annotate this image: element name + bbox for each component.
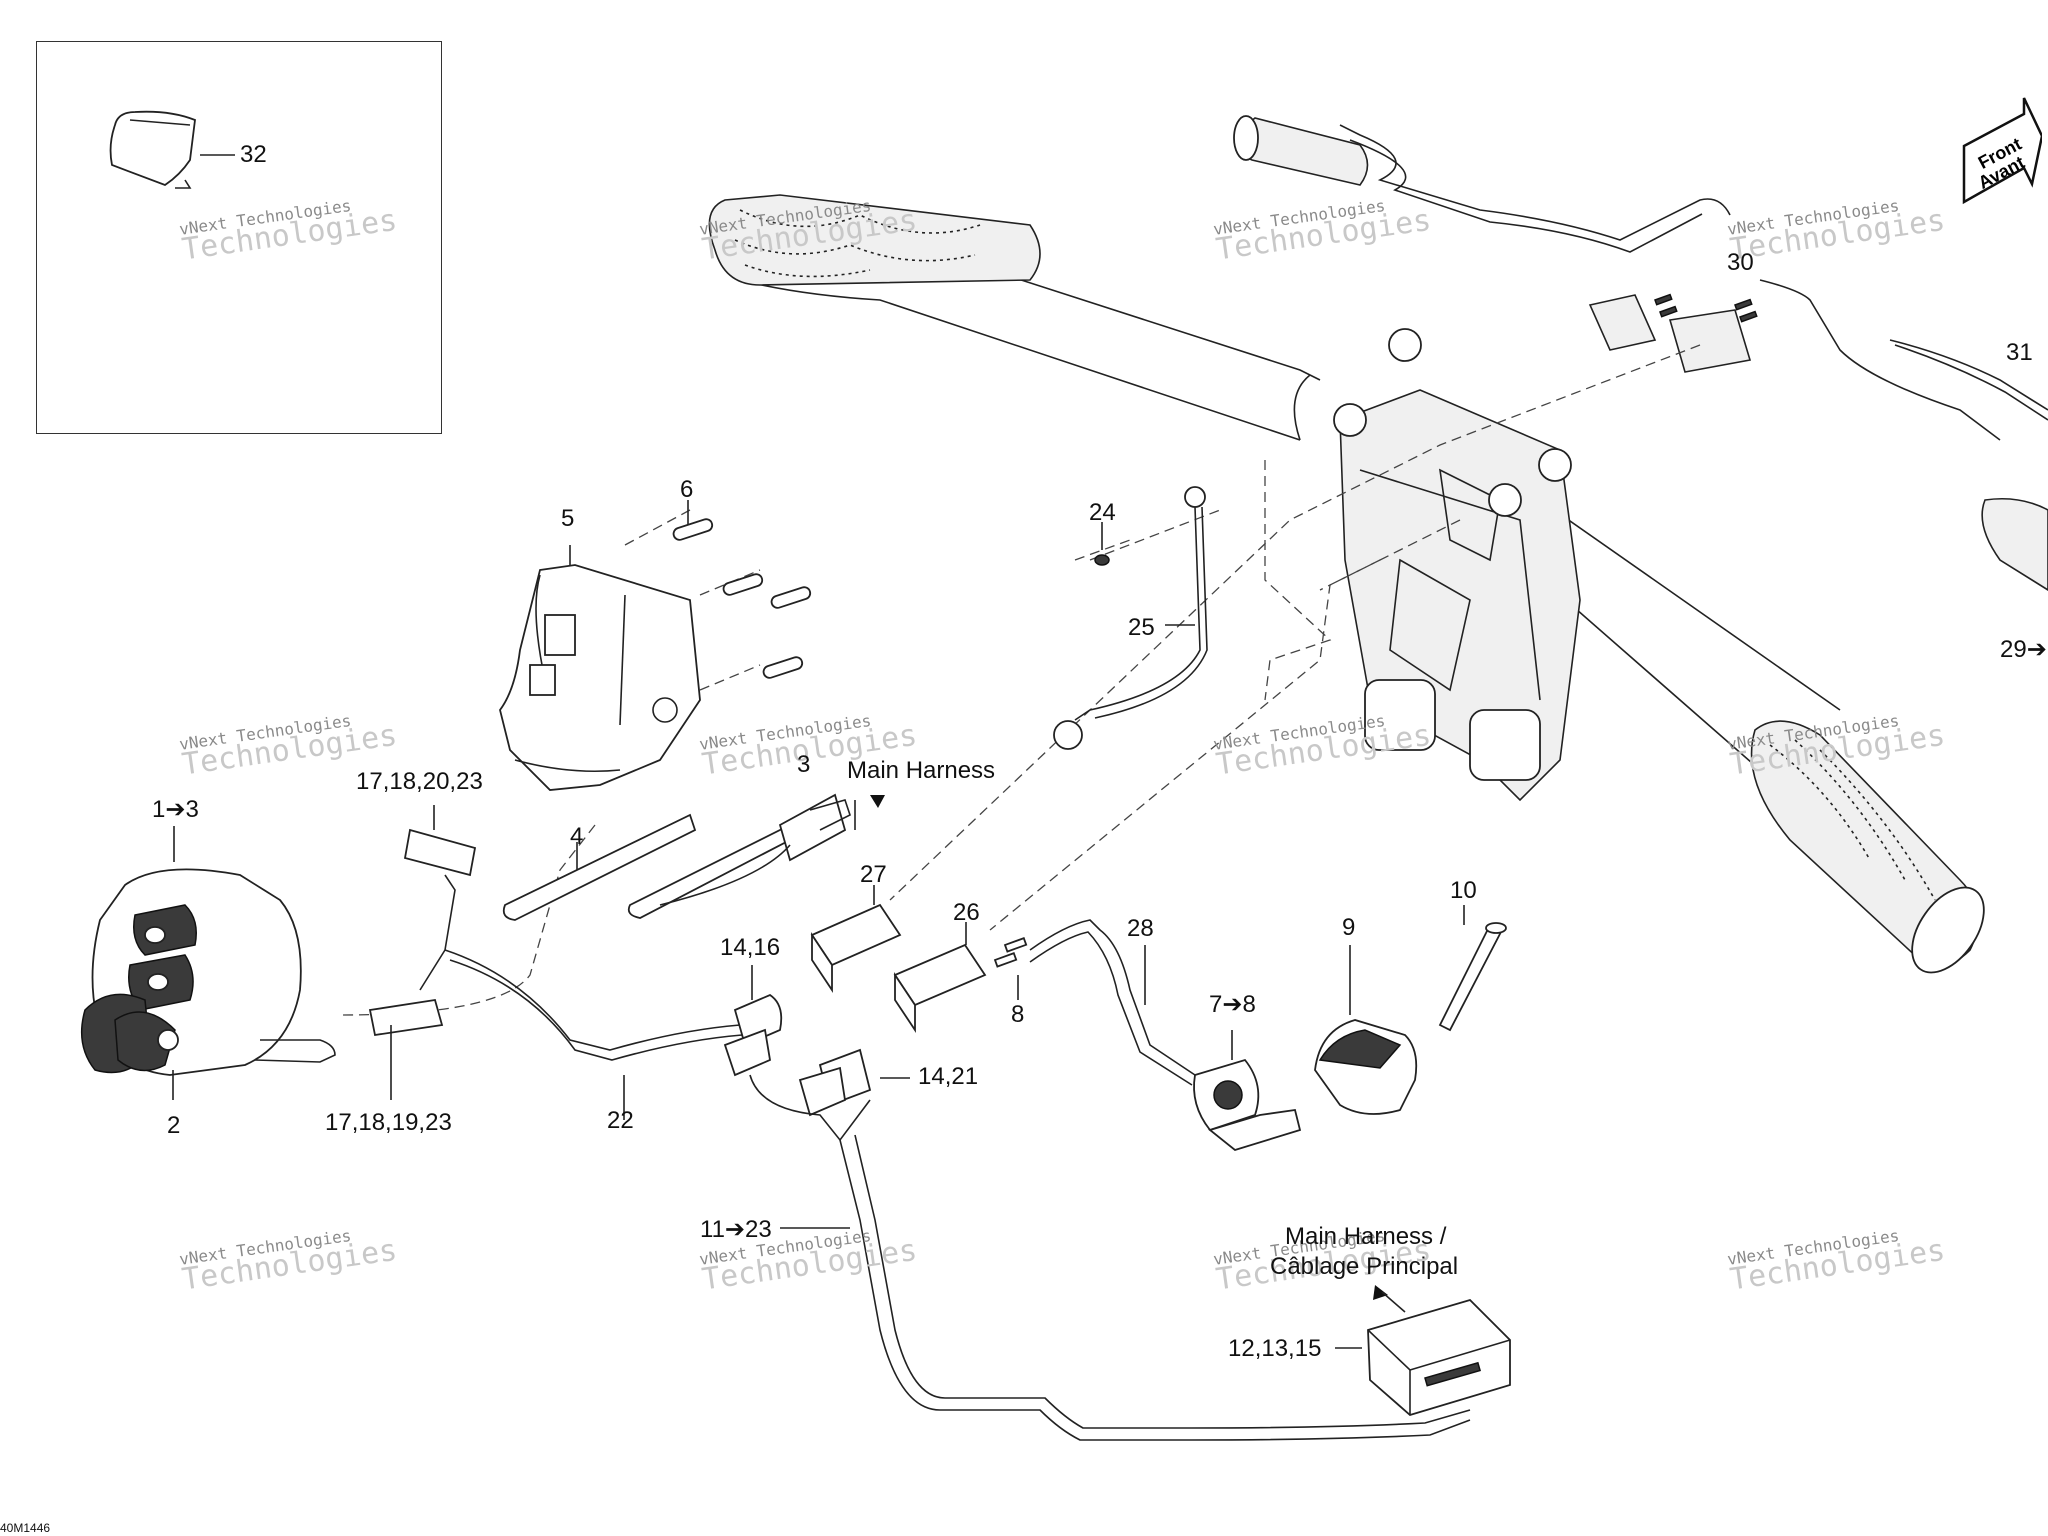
- callout-main-harness: Main Harness: [847, 757, 996, 784]
- part-9-grip-block: [1314, 945, 1418, 1115]
- connectors-30: [1588, 293, 1758, 373]
- callout-31: 31: [2006, 339, 2033, 366]
- part-11-23-harness: [780, 1134, 1471, 1441]
- inset-frame: [36, 41, 442, 434]
- part-7-8-switch: [1193, 1030, 1302, 1152]
- callout-8: 8: [1011, 1001, 1025, 1028]
- callout-12-13-15: 12,13,15: [1228, 1335, 1322, 1362]
- part-17-18-connectors: [368, 805, 477, 1100]
- callout-2: 2: [167, 1112, 181, 1139]
- part-12-13-15-block: [1335, 1285, 1511, 1417]
- part-22-harness: [444, 949, 761, 1120]
- part-1-3-switch-housing: [80, 826, 336, 1100]
- part-25-ground-strap: [1053, 486, 1208, 750]
- callout-1-3: 1➔3: [152, 796, 199, 823]
- callout-14-21: 14,21: [918, 1063, 979, 1090]
- callout-17-18-20-23: 17,18,20,23: [356, 768, 483, 795]
- callout-17-18-19-23: 17,18,19,23: [325, 1109, 452, 1136]
- callout-7-8: 7➔8: [1209, 991, 1256, 1018]
- callout-3: 3: [797, 751, 811, 778]
- callout-26: 26: [953, 899, 980, 926]
- callout-11-23: 11➔23: [700, 1216, 772, 1243]
- callout-main-harness-line2: Câblage Principal: [1270, 1253, 1459, 1280]
- callout-22: 22: [607, 1107, 634, 1134]
- callout-29: 29➔: [2000, 636, 2047, 663]
- callout-27: 27: [860, 861, 887, 888]
- front-arrow: Front Avant: [1962, 97, 2042, 205]
- handlebar-riser: [1333, 328, 1581, 802]
- part-26-27-connectors: [810, 885, 987, 1033]
- callout-24: 24: [1089, 499, 1116, 526]
- callout-9: 9: [1342, 914, 1356, 941]
- handlebar: [708, 115, 2048, 974]
- callout-main-harness-line1: Main Harness /: [1285, 1223, 1447, 1250]
- callout-30: 30: [1727, 249, 1754, 276]
- callout-10: 10: [1450, 877, 1477, 904]
- callout-25: 25: [1128, 614, 1155, 641]
- callout-14-16: 14,16: [720, 934, 781, 961]
- callout-32: 32: [240, 141, 267, 168]
- part-4-tubes: [502, 813, 796, 921]
- callout-4: 4: [570, 823, 584, 850]
- callout-28: 28: [1127, 915, 1154, 942]
- part-10-pin: [1438, 905, 1507, 1032]
- part-5-housing: [499, 545, 701, 791]
- part-3-connector: [659, 793, 885, 906]
- callout-6: 6: [680, 476, 694, 503]
- part-14-connectors: [723, 965, 910, 1142]
- part-6-screws: [672, 500, 812, 679]
- figure-code: 40M1446: [0, 1521, 51, 1535]
- part-32-cap: [109, 110, 235, 189]
- part-28-wire: [993, 919, 1196, 1086]
- callout-5: 5: [561, 505, 575, 532]
- heating-wires: [1339, 124, 2048, 441]
